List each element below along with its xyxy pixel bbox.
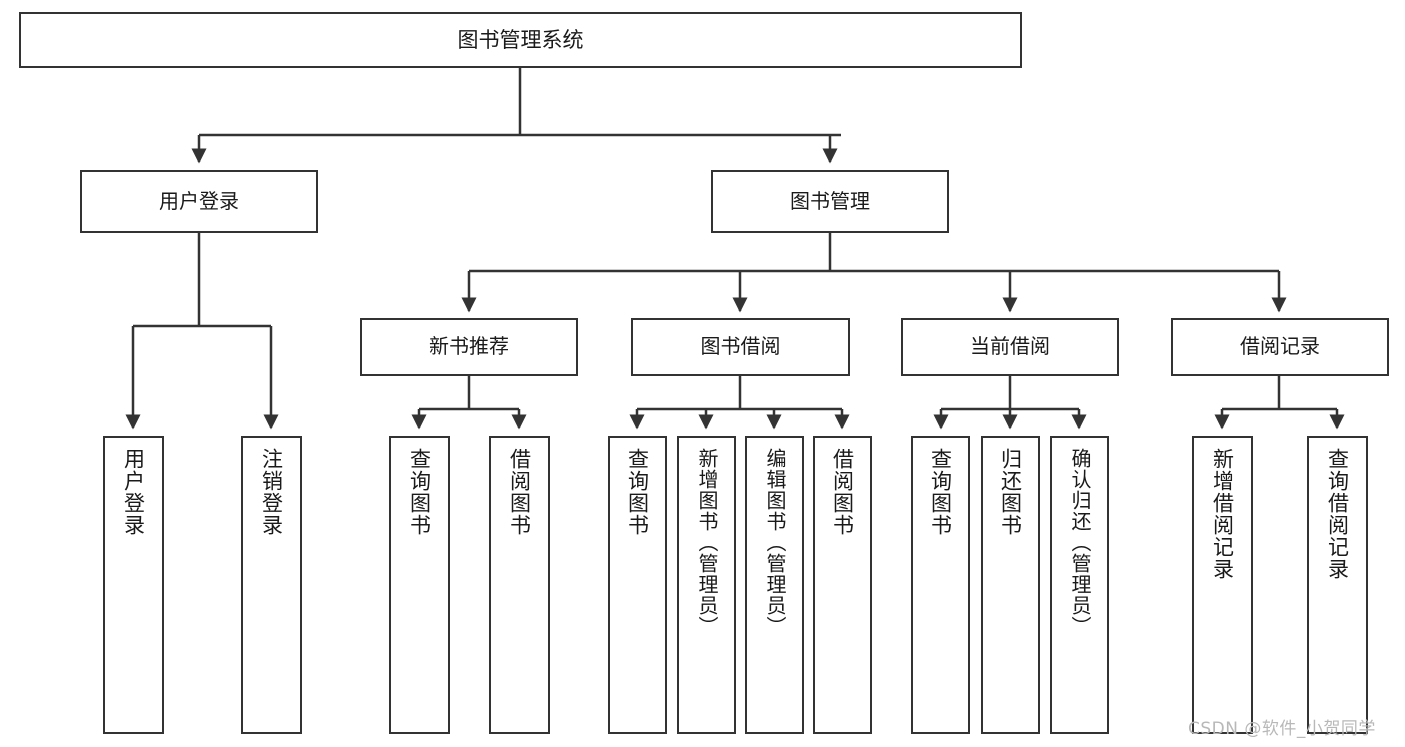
- node-label: 编辑图书（管理员）: [763, 448, 787, 637]
- node-label: 确认归还（管理员）: [1068, 448, 1092, 637]
- node-root-book-management-system[interactable]: 图书管理系统: [19, 12, 1022, 68]
- leaf-search-book-current[interactable]: 查询图书: [911, 436, 970, 734]
- node-label: 用户登录: [159, 188, 239, 213]
- leaf-user-login[interactable]: 用户登录: [103, 436, 164, 734]
- node-label: 当前借阅: [970, 334, 1050, 359]
- leaf-add-borrow-record[interactable]: 新增借阅记录: [1192, 436, 1253, 734]
- node-label: 借阅图书: [507, 448, 532, 536]
- node-book-borrow[interactable]: 图书借阅: [631, 318, 850, 376]
- node-label: 归还图书: [998, 448, 1023, 536]
- leaf-borrow-book[interactable]: 借阅图书: [813, 436, 872, 734]
- node-label: 查询图书: [407, 448, 432, 536]
- node-label: 注销登录: [259, 448, 284, 536]
- node-label: 查询借阅记录: [1325, 448, 1350, 580]
- node-label: 新增借阅记录: [1210, 448, 1235, 580]
- leaf-return-book[interactable]: 归还图书: [981, 436, 1040, 734]
- leaf-search-book-borrow[interactable]: 查询图书: [608, 436, 667, 734]
- leaf-add-book-admin[interactable]: 新增图书（管理员）: [677, 436, 736, 734]
- leaf-search-book-recommend[interactable]: 查询图书: [389, 436, 450, 734]
- node-label: 借阅记录: [1240, 334, 1320, 359]
- node-label: 借阅图书: [830, 448, 855, 536]
- node-label: 图书管理: [790, 188, 870, 213]
- leaf-edit-book-admin[interactable]: 编辑图书（管理员）: [745, 436, 804, 734]
- node-label: 查询图书: [625, 448, 650, 536]
- leaf-borrow-book-recommend[interactable]: 借阅图书: [489, 436, 550, 734]
- node-current-borrow[interactable]: 当前借阅: [901, 318, 1119, 376]
- node-user-login[interactable]: 用户登录: [80, 170, 318, 233]
- watermark-csdn: CSDN @软件_小贺同学: [1188, 719, 1376, 739]
- node-label: 新增图书（管理员）: [695, 448, 719, 637]
- node-label: 图书管理系统: [457, 27, 584, 52]
- node-borrow-record[interactable]: 借阅记录: [1171, 318, 1389, 376]
- node-label: 查询图书: [928, 448, 953, 536]
- leaf-logout[interactable]: 注销登录: [241, 436, 302, 734]
- node-label: 图书借阅: [700, 334, 781, 359]
- node-new-book-recommend[interactable]: 新书推荐: [360, 318, 578, 376]
- leaf-search-borrow-record[interactable]: 查询借阅记录: [1307, 436, 1368, 734]
- leaf-confirm-return-admin[interactable]: 确认归还（管理员）: [1050, 436, 1109, 734]
- node-label: 新书推荐: [429, 334, 509, 359]
- node-book-management[interactable]: 图书管理: [711, 170, 949, 233]
- node-label: 用户登录: [121, 448, 146, 536]
